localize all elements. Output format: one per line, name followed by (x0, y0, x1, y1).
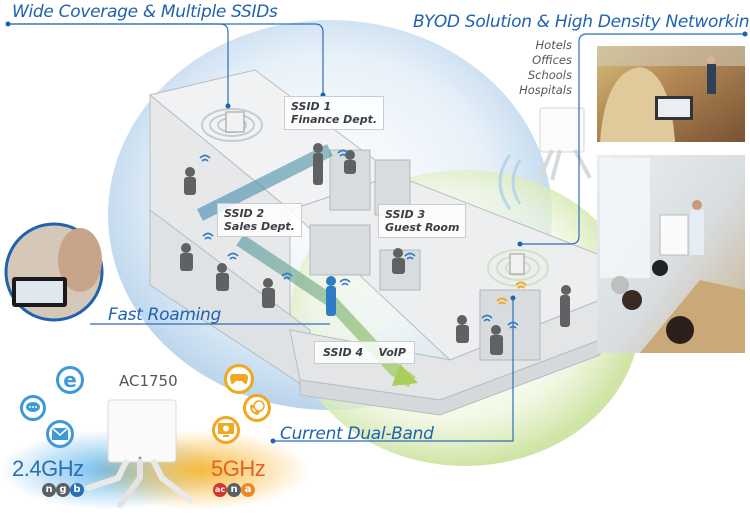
badge-n: n (227, 483, 241, 497)
venue-hotels: Hotels (535, 38, 572, 52)
badge-b: b (70, 483, 84, 497)
badge-n: n (42, 483, 56, 497)
access-point-ssid-3 (509, 253, 525, 275)
venue-schools: Schools (527, 68, 572, 82)
band-24-label: 2.4GHz (12, 456, 84, 481)
access-point-ssid-1 (225, 111, 245, 133)
photo-meeting-room (597, 155, 745, 353)
ssid-name: Sales Dept. (224, 220, 295, 233)
roaming-user (326, 276, 336, 316)
ssid-label-guest: SSID 3 Guest Room (378, 204, 467, 238)
wifi-icons (199, 149, 519, 329)
badge-ac: ac (213, 483, 227, 497)
ssid-name: VoIP (378, 346, 406, 359)
heading-wide-coverage: Wide Coverage & Multiple SSIDs (12, 2, 278, 22)
heading-byod: BYOD Solution & High Density Networking (413, 12, 750, 32)
mail-icon (46, 420, 74, 448)
venue-hospitals: Hospitals (519, 83, 572, 97)
ssid-label-finance: SSID 1 Finance Dept. (284, 96, 385, 130)
badge-g: g (56, 483, 70, 497)
ssid-label-sales: SSID 2 Sales Dept. (217, 203, 302, 237)
band-5-label: 5GHz (211, 456, 266, 481)
venue-list: Hotels Offices Schools Hospitals (519, 38, 572, 98)
tablet-photo (4, 222, 104, 322)
callout-lines (8, 23, 745, 442)
heading-dual-band: Current Dual-Band (280, 424, 434, 444)
roaming-arrow-head (392, 364, 418, 386)
ac1750-router (85, 399, 193, 508)
ssid-id: SSID 1 (291, 100, 332, 113)
ssid-id: SSID 2 (224, 207, 265, 220)
ssid-name: Finance Dept. (291, 113, 378, 126)
heading-fast-roaming: Fast Roaming (108, 305, 222, 325)
venue-offices: Offices (532, 53, 572, 67)
callout-dots (5, 21, 748, 444)
web-monitor-icon (212, 416, 240, 444)
chat-icon (20, 395, 46, 421)
ssid-label-voip: SSID 4 VoIP (314, 341, 415, 364)
gamepad-icon (224, 364, 254, 394)
wifi-icons-5ghz (496, 281, 527, 305)
badge-a: a (241, 483, 255, 497)
internet-explorer-icon: e (56, 366, 84, 394)
ssid-id: SSID 3 (385, 208, 426, 221)
voip-phone-icon (243, 394, 271, 422)
photo-lecture-hall (597, 46, 745, 142)
product-model: AC1750 (119, 372, 178, 390)
ssid-id: SSID 4 (323, 346, 364, 359)
ssid-name: Guest Room (385, 221, 460, 234)
